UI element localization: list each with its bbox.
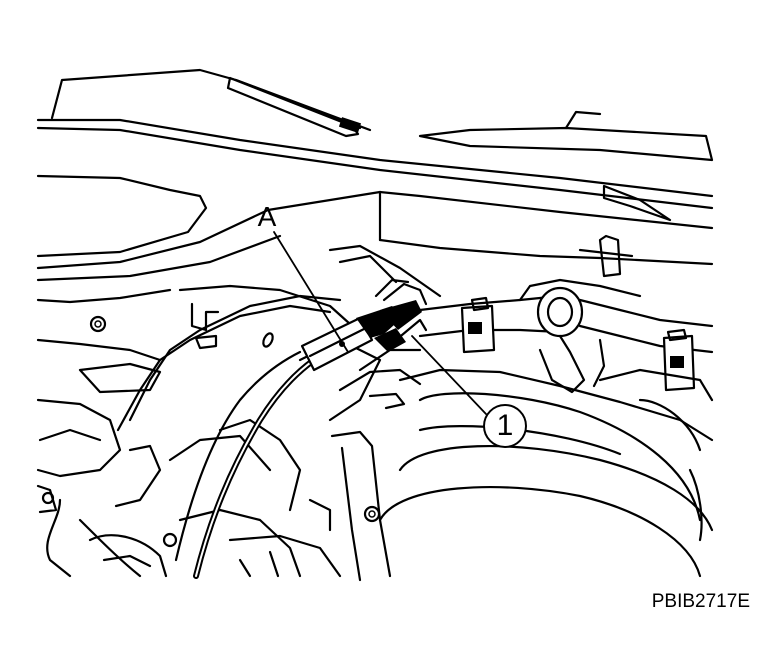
wiper-arm-right <box>418 110 714 222</box>
callout-number-1: 1 <box>483 404 527 448</box>
callout-leaders <box>273 231 487 415</box>
wiper-arm-left <box>226 76 362 138</box>
wire-harness <box>116 294 342 579</box>
hose-clamp-2 <box>662 328 696 392</box>
sensor-connector-1 <box>338 318 428 392</box>
harness-connector-a <box>300 278 428 372</box>
cowl-panel <box>36 68 714 282</box>
callout-label-a: A <box>257 201 277 232</box>
lower-engine-components <box>162 338 406 582</box>
strut-tower-structure <box>328 190 714 298</box>
figure-code: PBIB2717E <box>651 591 750 612</box>
left-lower-components <box>36 398 168 578</box>
left-bracket <box>36 284 352 394</box>
hose-clamp-1 <box>460 296 496 354</box>
